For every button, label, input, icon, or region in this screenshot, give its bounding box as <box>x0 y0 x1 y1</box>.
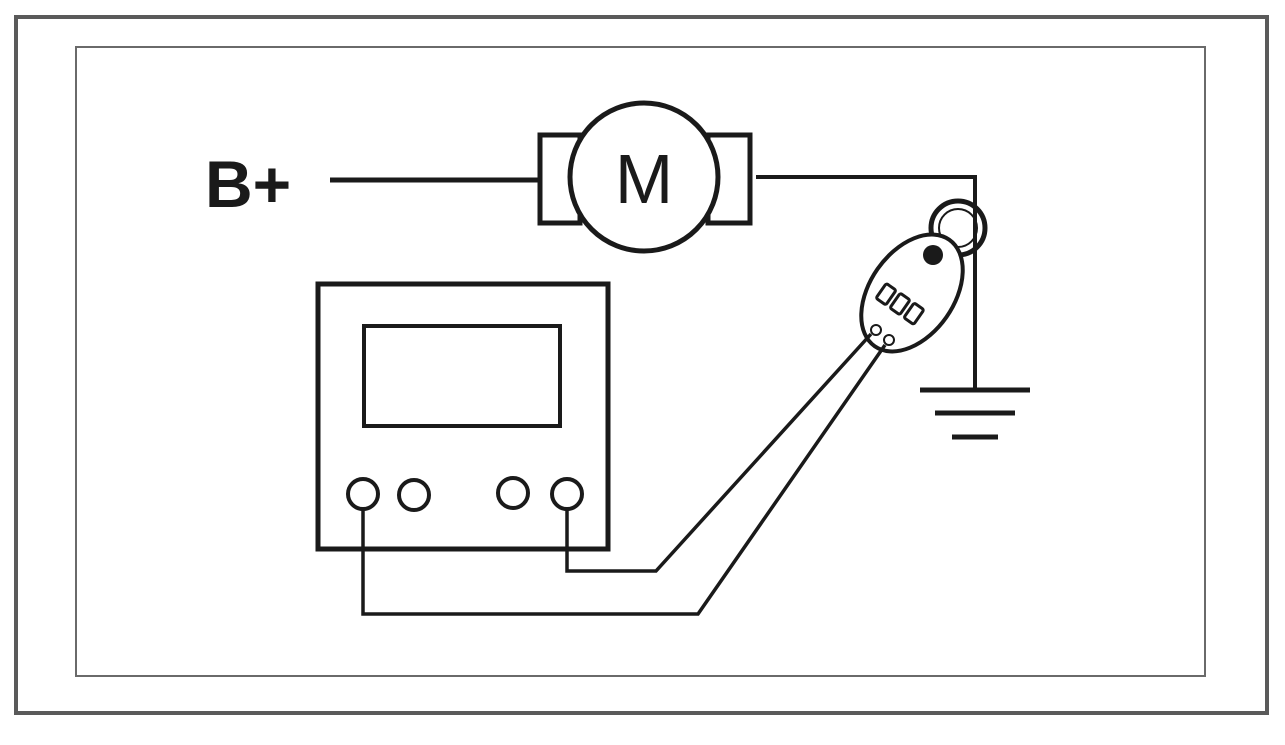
probe-lead-socket-2 <box>883 334 895 346</box>
motor-icon: M <box>537 100 753 254</box>
motor-label: M <box>615 140 673 218</box>
inner-frame <box>75 46 1206 677</box>
supply-label: B+ <box>205 147 291 221</box>
oscilloscope-jack-3 <box>496 476 530 510</box>
probe-lead-inner <box>565 332 873 573</box>
oscilloscope-screen <box>362 324 562 428</box>
probe-body <box>859 232 965 354</box>
probe-pivot <box>923 245 943 265</box>
oscilloscope-jack-4 <box>550 477 584 511</box>
oscilloscope-jack-2 <box>397 478 431 512</box>
ground-icon <box>920 387 1030 440</box>
ground-return-wire <box>756 175 977 390</box>
oscilloscope-jack-1 <box>346 477 380 511</box>
oscilloscope-icon <box>315 281 611 552</box>
current-clamp-probe-icon <box>859 198 988 354</box>
motor-armature <box>567 100 721 254</box>
probe-lead-outer <box>361 344 887 616</box>
probe-buttons <box>875 282 925 326</box>
probe-lead-socket-1 <box>870 324 882 336</box>
